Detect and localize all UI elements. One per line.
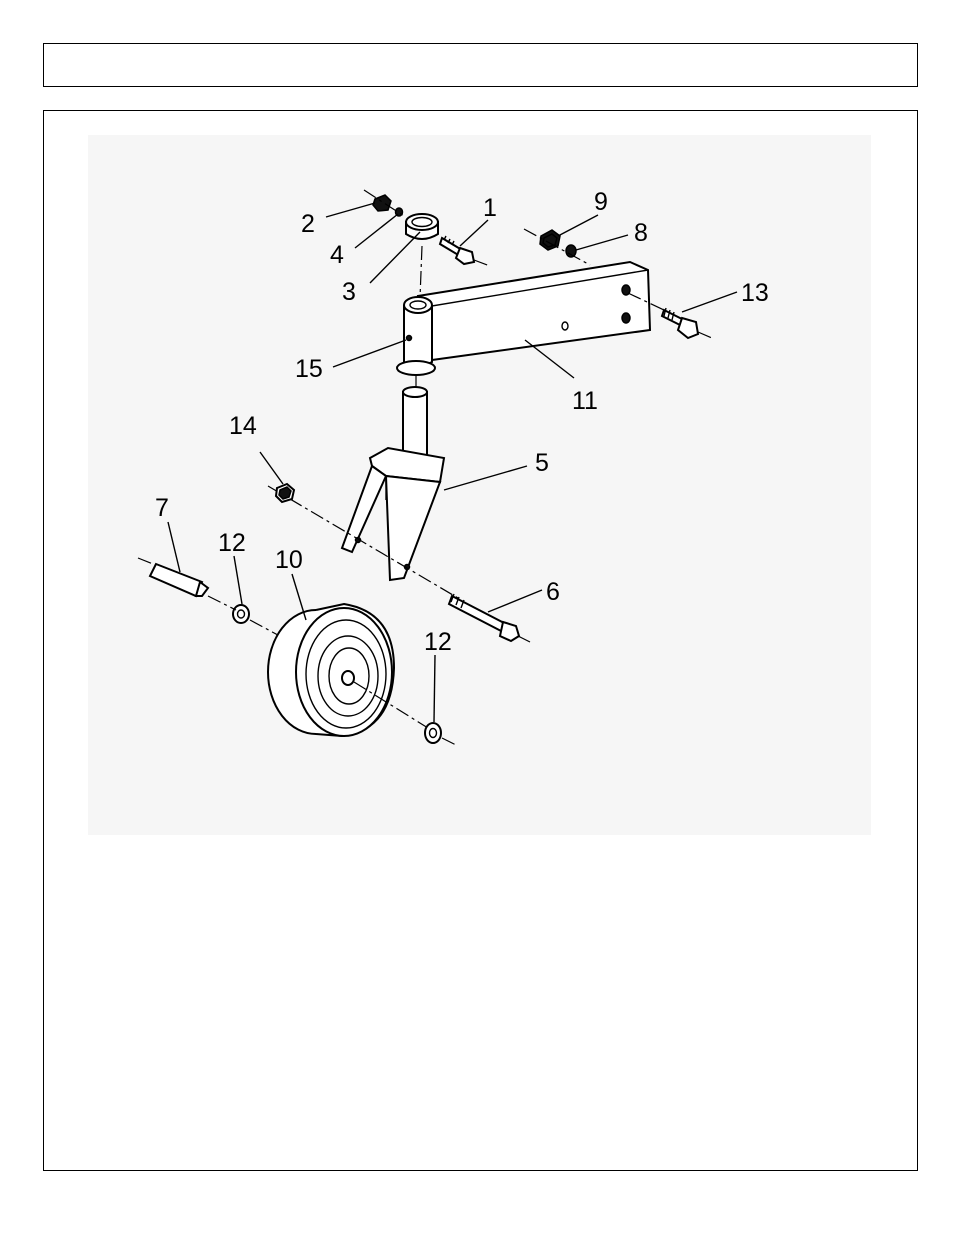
callout-11: 11 <box>572 387 598 415</box>
callout-12-right: 12 <box>424 628 452 656</box>
callout-12-left: 12 <box>218 529 246 557</box>
callout-6: 6 <box>546 578 560 606</box>
callout-2: 2 <box>301 210 315 238</box>
callout-7: 7 <box>155 494 169 522</box>
callout-14: 14 <box>229 412 257 440</box>
callout-8: 8 <box>634 219 648 247</box>
callout-15: 15 <box>295 355 323 383</box>
callout-9: 9 <box>594 188 608 216</box>
callout-13: 13 <box>741 279 769 307</box>
callout-4: 4 <box>330 241 344 269</box>
callout-5: 5 <box>535 449 549 477</box>
callout-1: 1 <box>483 194 497 222</box>
callout-3: 3 <box>342 278 356 306</box>
diagram-backdrop <box>88 135 871 835</box>
callout-10: 10 <box>275 546 303 574</box>
